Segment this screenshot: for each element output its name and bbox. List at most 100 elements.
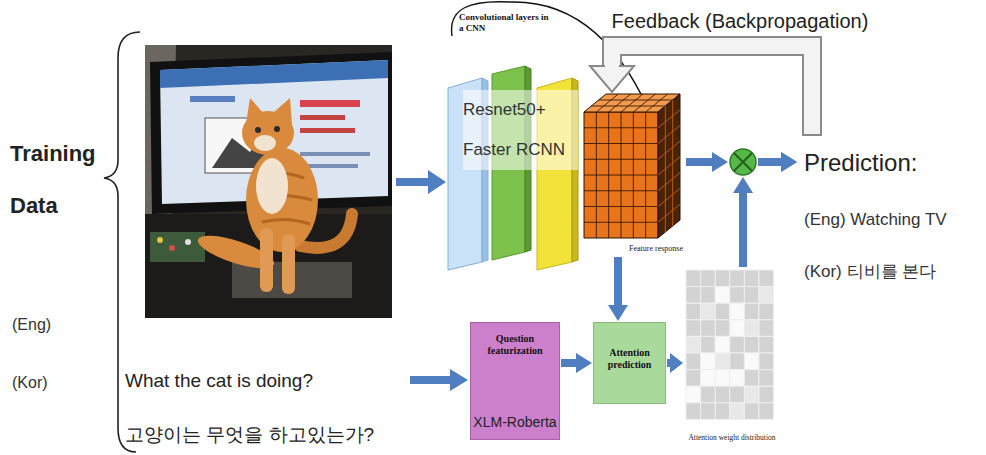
arrow-shaft: [686, 158, 713, 166]
arrow-shaft: [561, 359, 577, 367]
input-arrow: [410, 369, 468, 391]
attention-cell: [715, 353, 730, 370]
cube-grid-line: [584, 143, 658, 144]
cube-grid-line: [658, 126, 680, 144]
attention-cell: [730, 370, 745, 387]
prediction-text: (Eng) Watching TV: [804, 210, 982, 230]
attention-cell: [686, 270, 701, 287]
attention-cell: [715, 336, 730, 353]
attention-cell: [715, 270, 730, 287]
attention-cell: [744, 336, 759, 353]
cube-face: [584, 112, 658, 238]
feedback-arrow-head: [590, 66, 634, 92]
box-title: Question featurization: [473, 333, 557, 357]
cube-grid-line: [658, 204, 680, 222]
question-text-holder: What the cat is doing?: [125, 369, 313, 393]
attention-cell: [686, 403, 701, 420]
edge-label-holder: Feedback (Backpropagation): [609, 10, 872, 33]
cube-grid-line: [609, 94, 631, 112]
attention-cell: [686, 353, 701, 370]
prediction-output: Prediction: (Eng) Watching TV (Kor) 티비를 본다: [798, 140, 984, 290]
arrow-shaft: [758, 158, 782, 166]
language-tag: (Eng): [12, 314, 51, 336]
attention-cell: [701, 336, 716, 353]
feature-cube: Feature response: [580, 88, 685, 256]
language-tag: (Kor): [12, 372, 48, 394]
question-text: What the cat is doing?: [125, 369, 313, 393]
attention-cell: [701, 287, 716, 304]
model-name: Resnet50+ Faster RCNN: [463, 90, 578, 170]
process-box: Attention prediction: [593, 322, 666, 404]
attention-cell: [759, 370, 774, 387]
arrow-head: [670, 353, 683, 373]
prediction-text: (Kor) 티비를 본다: [804, 262, 982, 282]
cube-grid-line: [584, 127, 658, 128]
arrow-shaft: [739, 192, 747, 267]
attention-cell: [759, 287, 774, 304]
attention-cell: [701, 403, 716, 420]
figure-caption: Feature response: [629, 244, 683, 254]
attention-cell: [715, 403, 730, 420]
feedback-arrow-joint: [605, 65, 619, 68]
cube-grid-line: [646, 94, 668, 112]
cube-grid-line: [672, 100, 673, 226]
cube-grid-line: [658, 189, 680, 207]
flow-arrow: [686, 152, 797, 172]
attention-cell: [701, 270, 716, 287]
cube-face: [658, 94, 680, 238]
cube-grid-line: [658, 157, 680, 175]
edge-label: Feedback (Backpropagation): [609, 10, 872, 33]
arrow-head: [781, 152, 797, 172]
attention-cell: [686, 386, 701, 403]
attention-cell: [730, 336, 745, 353]
attention-grid: Attention weight distribution: [684, 268, 780, 446]
attention-cell: [686, 287, 701, 304]
language-tag-holder: (Eng): [12, 314, 51, 336]
attention-cell: [686, 336, 701, 353]
cnn-layers: Convolutional layers in a CNNResnet50+ F…: [445, 2, 580, 274]
flow-arrow: [733, 152, 797, 267]
cube-grid-line: [665, 106, 666, 232]
attention-cell: [744, 386, 759, 403]
attention-cell: [686, 320, 701, 337]
flow-arrow: [561, 353, 592, 373]
attention-cell: [701, 353, 716, 370]
attention-cell: [715, 320, 730, 337]
attention-grid-outline: [684, 268, 780, 446]
attention-cell: [759, 403, 774, 420]
arrow-shaft: [758, 158, 782, 166]
attention-cell: [730, 287, 745, 304]
attention-cell: [744, 320, 759, 337]
prediction-heading: Prediction:: [804, 148, 982, 178]
cube-grid-line: [584, 159, 658, 160]
attention-cell: [759, 320, 774, 337]
cube-grid-line: [633, 94, 655, 112]
attention-cell: [744, 303, 759, 320]
attention-cell: [715, 386, 730, 403]
attention-cell: [744, 353, 759, 370]
cube-grid-line: [621, 94, 643, 112]
attention-cell: [759, 386, 774, 403]
cube-grid-line: [591, 106, 665, 107]
attention-cell: [715, 287, 730, 304]
cube-grid-line: [658, 141, 680, 159]
attention-cell: [701, 320, 716, 337]
multiply-symbol: [730, 149, 756, 175]
attention-cell: [759, 353, 774, 370]
input-arrow: [396, 170, 446, 194]
arrow-head: [781, 152, 797, 172]
attention-cell: [701, 386, 716, 403]
section-heading-holder: Training Data: [10, 128, 120, 232]
question-text-holder: 고양이는 무엇을 하고있는가?: [125, 423, 374, 447]
attention-cell: [759, 270, 774, 287]
attention-cell: [686, 370, 701, 387]
attention-cell: [730, 270, 745, 287]
arrow-head: [733, 177, 753, 193]
cube-grid-line: [596, 94, 618, 112]
arrow-head: [576, 353, 592, 373]
section-heading: Training Data: [10, 128, 120, 232]
attention-cell: [730, 403, 745, 420]
cube-grid-line: [584, 175, 658, 176]
attention-cell: [744, 287, 759, 304]
attention-cell: [759, 336, 774, 353]
